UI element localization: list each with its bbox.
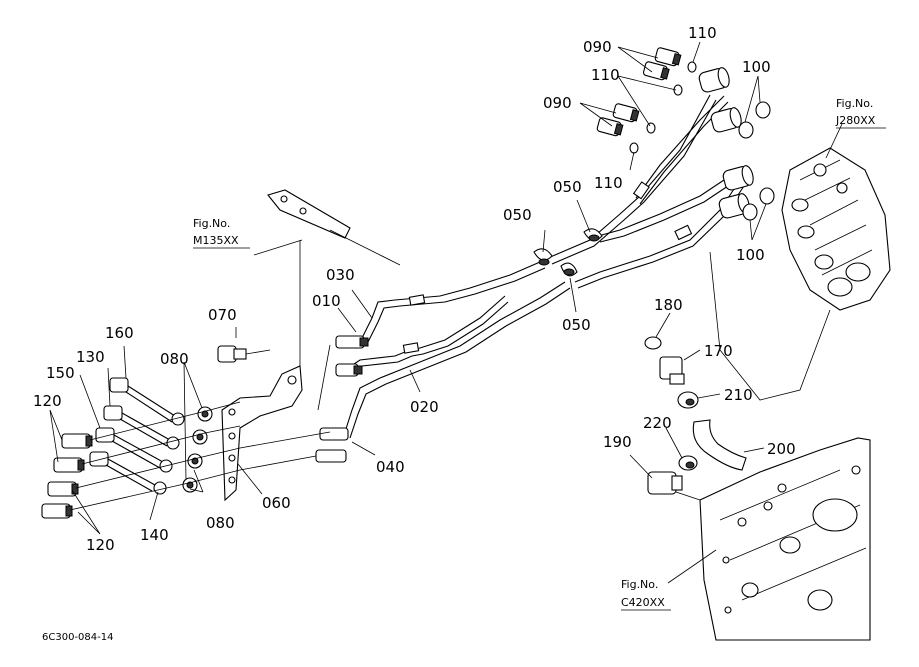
cap-140: [89, 451, 167, 495]
bracket-060: [221, 365, 303, 502]
suction-fittings: [644, 336, 747, 495]
clamp-220: [678, 455, 698, 471]
label-080-a: 080: [160, 350, 189, 368]
label-100-a: 100: [742, 58, 771, 76]
clamp-050-a: [533, 248, 553, 266]
control-valve: [709, 147, 891, 401]
pipe-clamps: [533, 228, 603, 277]
label-140: 140: [140, 526, 169, 544]
assembly-lines: [69, 240, 701, 511]
coupler-020: [335, 363, 363, 377]
label-090-a: 090: [583, 38, 612, 56]
figure-reference-j280: Fig.No. J280XX: [835, 97, 886, 129]
coupler-lower: [315, 449, 347, 463]
clamp-050-b: [583, 228, 603, 242]
cap-160: [109, 377, 185, 426]
fig-ref-m135-label: Fig.No.: [193, 217, 230, 230]
dust-caps: [89, 377, 185, 495]
label-220: 220: [643, 414, 672, 432]
label-060: 060: [262, 494, 291, 512]
adapter-fittings-090: [596, 47, 682, 137]
label-070: 070: [208, 306, 237, 324]
drawing-code: 6C300-084-14: [42, 632, 113, 643]
coupler-010: [335, 335, 369, 349]
label-110-b: 110: [591, 66, 620, 84]
hose-200: [692, 419, 747, 471]
pipe-end-fittings: [698, 67, 754, 219]
label-050-b: 050: [553, 178, 582, 196]
reference-plate: [267, 189, 401, 266]
label-120-a: 120: [33, 392, 62, 410]
label-170: 170: [704, 342, 733, 360]
figure-reference-c420: Fig.No. C420XX: [621, 578, 671, 611]
label-190: 190: [603, 433, 632, 451]
figure-reference-m135: Fig.No. M135XX: [193, 217, 250, 249]
label-050-c: 050: [562, 316, 591, 334]
cap-130: [103, 405, 180, 450]
plugs-120: [41, 433, 93, 519]
label-160: 160: [105, 324, 134, 342]
label-110-c: 110: [594, 174, 623, 192]
quick-couplers: [315, 335, 369, 463]
label-110-a: 110: [688, 24, 717, 42]
fig-ref-j280-code: J280XX: [835, 114, 876, 127]
label-150: 150: [46, 364, 75, 382]
part-labels: 010 030 020 040 050 050 050 060 070 080 …: [33, 24, 796, 554]
label-210: 210: [724, 386, 753, 404]
label-030: 030: [326, 266, 355, 284]
clamp-050-c: [560, 262, 578, 277]
fitting-170: [659, 356, 685, 385]
label-090-b: 090: [543, 94, 572, 112]
label-050-a: 050: [503, 206, 532, 224]
label-020: 020: [410, 398, 439, 416]
transmission-housing: [699, 437, 871, 641]
label-200: 200: [767, 440, 796, 458]
bolt-070: [217, 345, 247, 363]
label-120-b: 120: [86, 536, 115, 554]
label-040: 040: [376, 458, 405, 476]
label-010: 010: [312, 292, 341, 310]
label-100-b: 100: [736, 246, 765, 264]
hydraulic-pipes: [344, 94, 745, 439]
clamp-210: [677, 391, 699, 409]
o-rings: [629, 61, 775, 221]
fig-ref-j280-label: Fig.No.: [836, 97, 873, 110]
fig-ref-m135-code: M135XX: [193, 234, 239, 247]
leader-lines: [49, 41, 843, 584]
fig-ref-c420-label: Fig.No.: [621, 578, 658, 591]
label-180: 180: [654, 296, 683, 314]
coupler-040: [319, 427, 349, 441]
fig-ref-c420-code: C420XX: [621, 596, 665, 609]
label-130: 130: [76, 348, 105, 366]
nuts-080: [182, 406, 213, 493]
label-080-b: 080: [206, 514, 235, 532]
elbow-190: [647, 471, 683, 495]
o-ring-180: [644, 336, 662, 350]
